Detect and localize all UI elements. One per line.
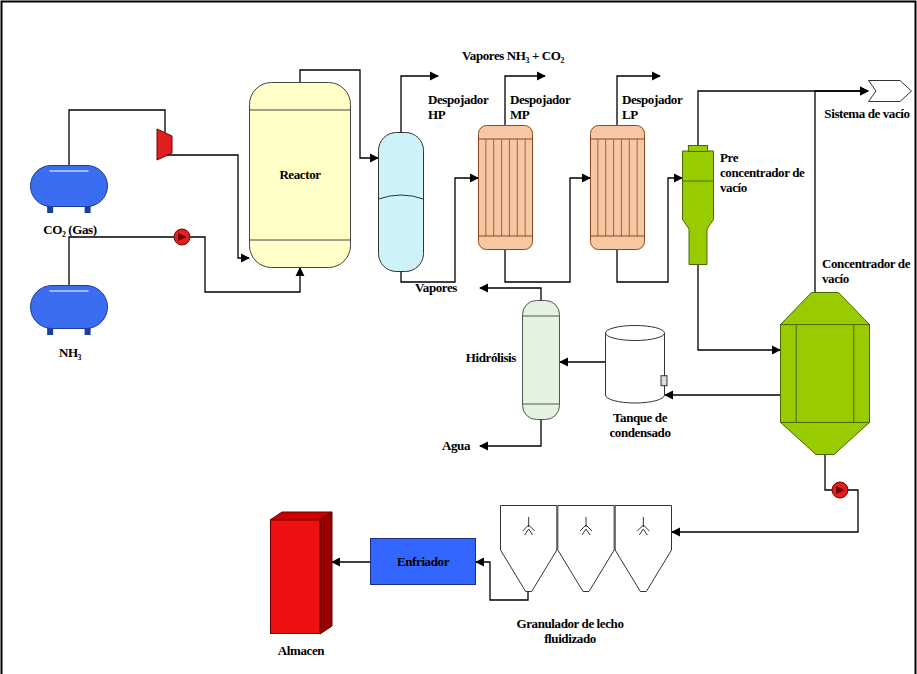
stripper-vessel: Despojador HP [378,132,424,272]
reactor-vessel: Reactor [249,82,351,268]
stripper-exchanger: Despojador MP [478,125,533,250]
vent-line [480,288,541,300]
stripper-exchanger: Despojador LP [590,125,645,250]
stream-label: Vapores NH₃ + CO₂ [462,48,564,63]
shape-outline [682,145,714,265]
node-label: NH₃ [20,345,120,360]
shape-outline [270,512,332,634]
process-line [560,361,605,362]
process-line [332,561,370,562]
condensate-tank: Tanque de condensado [605,325,665,403]
shape-outline [590,125,645,250]
granulator: Granulador de lecho fluidizado [500,505,672,592]
shape-outline [780,292,870,455]
shape-outline [500,505,672,592]
compressor-symbol [157,129,172,160]
stream-label: Vapores [415,280,457,295]
node-label: Pre concentrador de vacío [720,150,808,195]
shape-outline [522,300,560,420]
node-label: Granulador de lecho fluidizado [495,616,645,646]
node-label: Almacen [256,643,346,658]
process-line [665,394,780,395]
offpage-connector: Sistema de vacío [868,80,912,102]
storage-building: Almacen [270,512,332,634]
node-label: Despojador MP [510,92,586,122]
shape-outline [30,165,108,213]
node-label: Concentrador de vacío [822,256,912,286]
shape-outline [478,125,533,250]
node-label: Hidrólisis [430,350,516,365]
pump-symbol [174,229,190,245]
node-label: Tanque de condensado [588,410,692,440]
shape-outline [868,80,912,102]
storage-tank: NH₃ [30,285,108,335]
storage-tank: CO₂ (Gas) [30,165,108,213]
cooler-box: Enfriador [370,538,476,585]
concentrator-vessel: Concentrador de vacío [780,292,870,455]
process-line [698,265,780,350]
shape-outline [378,132,424,272]
pump-symbol [832,482,848,498]
hydrolysis-column: Hidrólisis [522,300,560,420]
concentrator-column: Pre concentrador de vacío [682,145,714,265]
shape-outline [605,325,665,403]
node-label: Despojador HP [428,92,502,122]
drain-line [480,420,541,446]
node-label: Despojador LP [622,92,694,122]
stream-label: Agua [442,438,470,453]
node-label: Enfriador [370,554,476,570]
node-label: Sistema de vacío [822,106,912,121]
process-line [672,455,858,532]
node-label: CO₂ (Gas) [20,222,120,237]
shape-outline [30,285,108,335]
node-label: Reactor [249,167,351,183]
